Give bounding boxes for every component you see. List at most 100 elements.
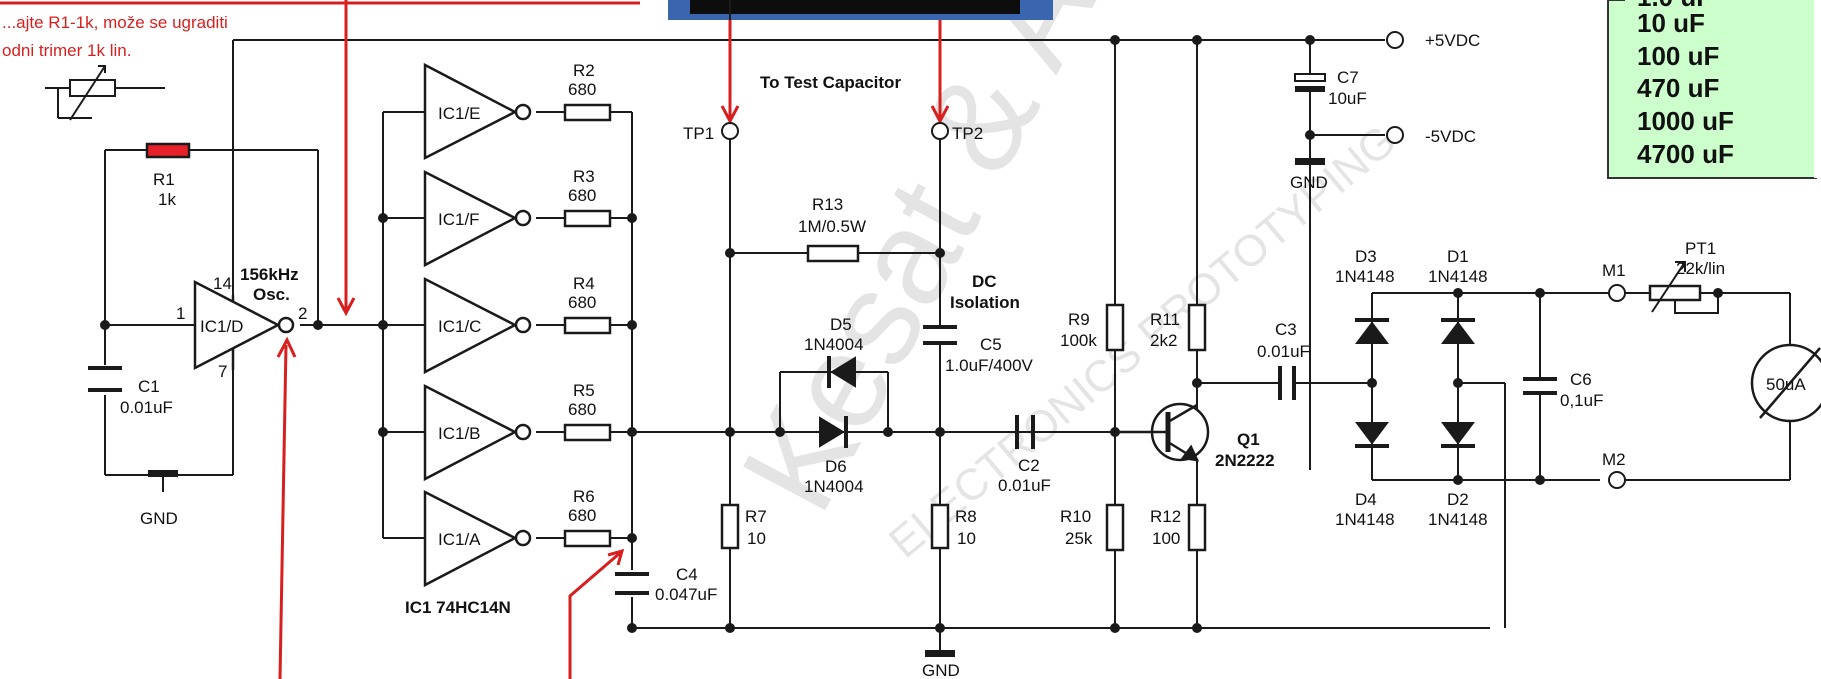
resistor-r8	[930, 503, 950, 550]
resistor-r6	[563, 529, 612, 548]
resistor-r3	[563, 209, 612, 228]
label-r13-ref: R13	[812, 195, 843, 214]
capacitor-c7	[1294, 73, 1326, 92]
range-3: 470 uF	[1637, 73, 1719, 103]
resistor-r2	[563, 103, 612, 122]
range-5: 4700 uF	[1637, 139, 1734, 169]
annotation-note: ...ajte R1-1k, može se ugraditi odni tri…	[0, 1, 640, 60]
trimmer-pt1	[1648, 284, 1702, 302]
range-table: 1.0 uF 10 uF 100 uF 470 uF 1000 uF 4700 …	[1607, 0, 1821, 179]
label-r12-ref: R12	[1150, 507, 1181, 526]
red-arrows	[276, 0, 950, 679]
resistor-r1	[145, 142, 191, 159]
gate-a-label: IC1/A	[438, 530, 481, 549]
label-r5-ref: R5	[573, 381, 595, 400]
diode-d2	[1441, 422, 1475, 445]
label-meter: 50uA	[1766, 375, 1806, 394]
label-r2-val: 680	[568, 80, 596, 99]
osc-pin7: 7	[218, 362, 227, 381]
terminal-tp1	[721, 122, 739, 140]
label-r11-ref: R11	[1150, 310, 1180, 329]
range-4: 1000 uF	[1637, 106, 1734, 136]
resistor-r11	[1187, 303, 1207, 352]
label-r7-val: 10	[747, 529, 766, 548]
label-c4-val: 0.047uF	[655, 585, 717, 604]
label-pt1-val: 22k/lin	[1676, 259, 1725, 278]
terminals	[721, 31, 1626, 489]
diode-d5	[830, 356, 856, 388]
label-d5-ref: D5	[830, 315, 852, 334]
terminal-tp2	[931, 122, 949, 140]
label-c1-val: 0.01uF	[120, 398, 173, 417]
label-r2-ref: R2	[573, 61, 595, 80]
label-c3-val: 0.01uF	[1257, 342, 1310, 361]
gate-e-label: IC1/E	[438, 104, 481, 123]
label-d4-val: 1N4148	[1335, 510, 1395, 529]
label-r11-val: 2k2	[1150, 331, 1177, 350]
gate-ic1c	[423, 276, 518, 375]
annotation-line1: ...ajte R1-1k, može se ugraditi	[2, 13, 228, 32]
gate-ic1e	[423, 62, 518, 161]
diode-d3	[1355, 321, 1389, 344]
label-r1-val: 1k	[158, 190, 176, 209]
range-1: 10 uF	[1637, 8, 1705, 38]
label-r8-val: 10	[957, 529, 976, 548]
osc-freq-label: 156kHz	[240, 265, 299, 284]
label-r10-ref: R10	[1060, 507, 1091, 526]
gate-ic1b	[423, 383, 518, 482]
junction-dots	[100, 35, 1723, 633]
terminal-neg5v	[1386, 126, 1404, 144]
terminal-m1	[1608, 284, 1626, 302]
osc-gate-ic1d	[193, 279, 295, 371]
resistor-r10	[1105, 503, 1125, 552]
osc-freq-label2: Osc.	[253, 285, 290, 304]
terminal-m2	[1608, 471, 1626, 489]
label-d4-ref: D4	[1355, 490, 1377, 509]
gnd-c7	[1295, 158, 1325, 165]
label-r4-ref: R4	[573, 274, 595, 293]
osc-pin2: 2	[298, 304, 307, 323]
label-q1-val: 2N2222	[1215, 451, 1275, 470]
label-d1-val: 1N4148	[1428, 267, 1488, 286]
label-c5-val: 1.0uF/400V	[945, 356, 1034, 375]
range-partial: 1.0 uF	[1637, 0, 1712, 12]
label-d6-ref: D6	[825, 457, 847, 476]
terminal-5v	[1386, 31, 1404, 49]
label-d2-val: 1N4148	[1428, 510, 1488, 529]
label-gnd-bottom: GND	[922, 661, 960, 679]
resistor-r4	[563, 316, 612, 335]
label-c4-ref: C4	[676, 565, 698, 584]
dc-isolation-1: DC	[972, 272, 997, 291]
label-d5-val: 1N4004	[804, 335, 864, 354]
label-r4-val: 680	[568, 293, 596, 312]
ground-symbols	[148, 158, 1325, 657]
ic-name-label: IC1 74HC14N	[405, 598, 511, 617]
label-r6-val: 680	[568, 506, 596, 525]
label-d2-ref: D2	[1447, 490, 1469, 509]
label-r8-ref: R8	[955, 507, 977, 526]
gate-f-label: IC1/F	[438, 210, 480, 229]
label-d3-val: 1N4148	[1335, 267, 1395, 286]
resistors	[145, 103, 1702, 552]
osc-pin1: 1	[176, 304, 185, 323]
label-m1: M1	[1602, 261, 1626, 280]
label-5v: +5VDC	[1425, 31, 1480, 50]
osc-pin14: 14	[213, 274, 232, 293]
label-c3-ref: C3	[1275, 320, 1297, 339]
label-r6-ref: R6	[573, 487, 595, 506]
gnd-bottom	[925, 650, 955, 657]
label-r1-ref: R1	[153, 170, 175, 189]
label-c2-ref: C2	[1018, 456, 1040, 475]
label-r3-val: 680	[568, 186, 596, 205]
resistor-r12	[1187, 503, 1207, 552]
label-c7-val: 10uF	[1328, 89, 1367, 108]
label-c7-ref: C7	[1337, 68, 1359, 87]
capacitors	[88, 325, 1557, 595]
annotation-line2: odni trimer 1k lin.	[2, 41, 131, 60]
label-d3-ref: D3	[1355, 247, 1377, 266]
gate-c-label: IC1/C	[438, 317, 481, 336]
label-q1-ref: Q1	[1237, 430, 1260, 449]
transistor-q1	[1115, 402, 1210, 462]
